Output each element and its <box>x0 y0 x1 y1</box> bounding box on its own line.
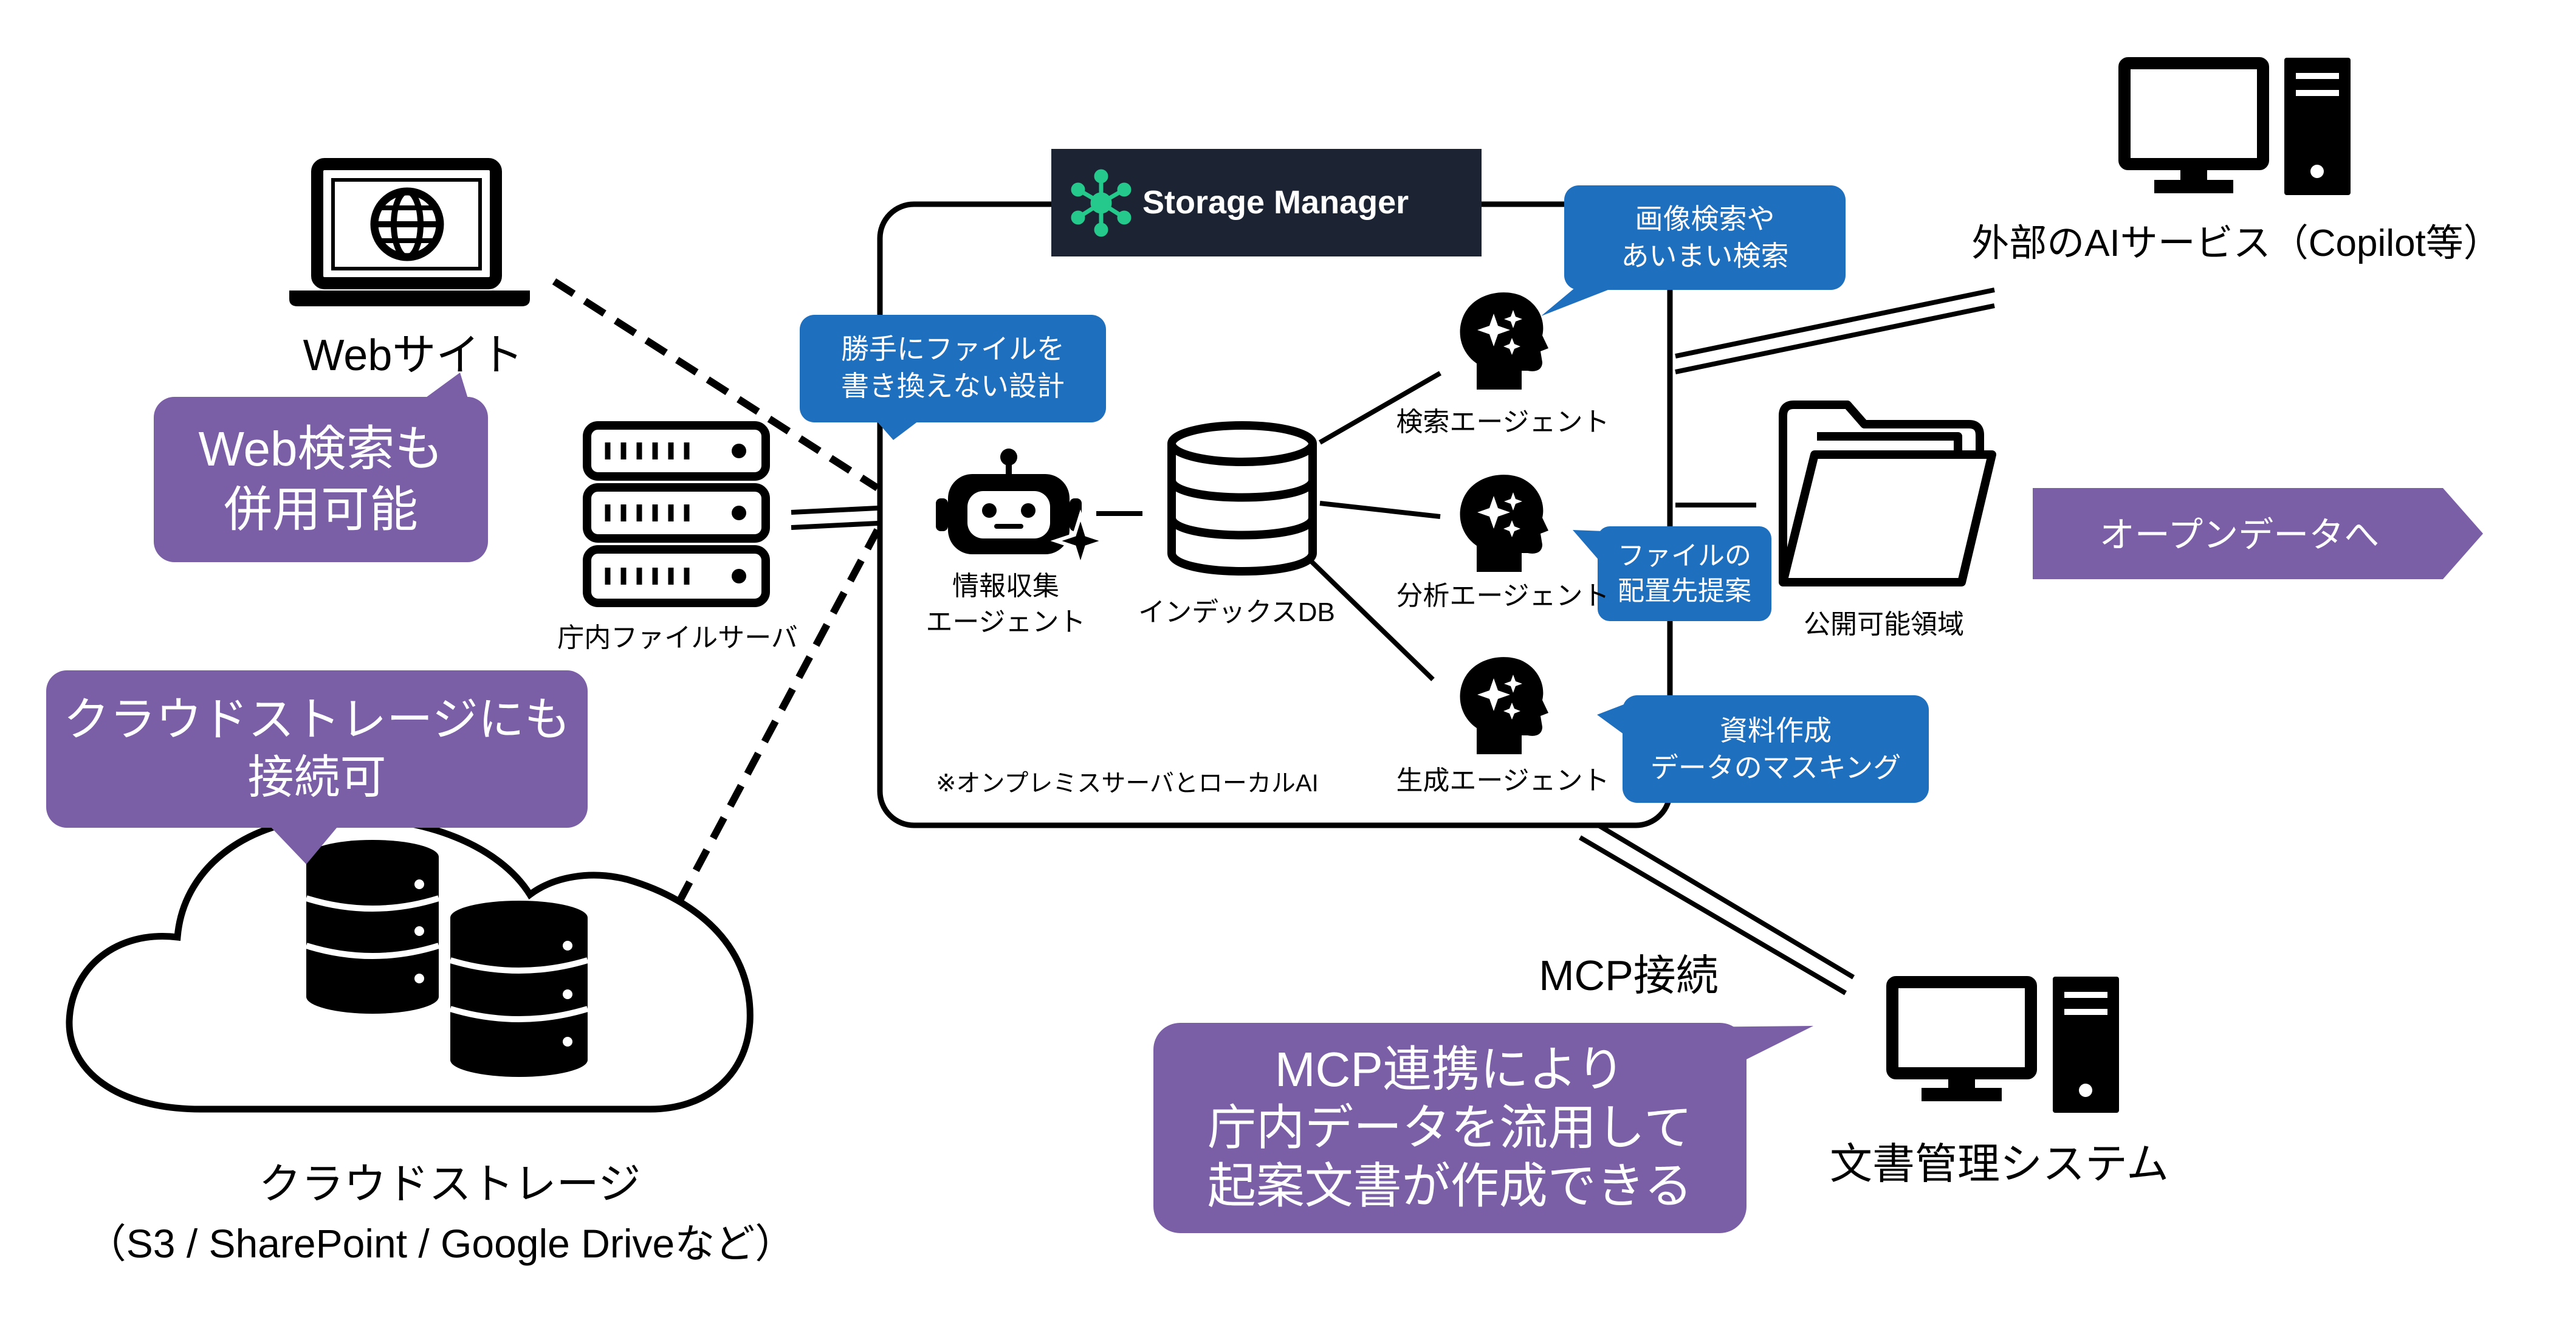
no-overwrite-callout: 勝手にファイルを 書き換えない設計 <box>841 333 1065 402</box>
index-db-icon <box>1167 421 1317 576</box>
mcp-callout-shape <box>1153 1023 1813 1233</box>
placement-callout-shape <box>1573 526 1771 621</box>
cloud-database-icon <box>305 840 589 1077</box>
collector-agent-label: 情報収集 エージェント <box>926 571 1086 638</box>
cloud-callout-shape <box>46 670 588 864</box>
file-server-label: 庁内ファイルサーバ <box>557 623 798 653</box>
server-rack-icon <box>583 421 770 607</box>
search-agent-label: 検索エージェント <box>1396 407 1610 437</box>
external-ai-link <box>1675 287 1995 374</box>
laptop-globe-icon <box>289 158 530 306</box>
document-system-label: 文書管理システム <box>1830 1140 2169 1188</box>
placement-callout: ファイルの 配置先提案 <box>1618 541 1751 607</box>
public-area-label: 公開可能領域 <box>1804 610 1964 639</box>
external-ai-computer-icon <box>2118 57 2351 195</box>
open-data-label: オープンデータへ <box>2099 515 2380 555</box>
public-folder-icon <box>1779 401 1996 586</box>
website-label: Webサイト <box>303 331 524 380</box>
website-link-dashed <box>552 278 880 492</box>
web-search-callout-shape <box>154 373 488 562</box>
storage-manager-title: Storage Manager <box>1142 184 1409 221</box>
fuzzy-search-callout: 画像検索や あいまい検索 <box>1621 203 1789 272</box>
robot-agent-icon <box>936 449 1111 573</box>
document-system-computer-icon <box>1886 976 2119 1113</box>
open-data-arrow <box>2033 488 2483 579</box>
cloud-storage-label: クラウドストレージ <box>258 1160 641 1208</box>
index-db-label: インデックスDB <box>1138 597 1335 627</box>
mcp-connection-label: MCP接続 <box>1539 952 1719 999</box>
db-to-agents-lines <box>1306 371 1441 681</box>
masking-callout-shape <box>1597 695 1929 803</box>
onprem-note: ※オンプレミスサーバとローカルAI <box>936 770 1319 797</box>
generation-agent-label: 生成エージェント <box>1396 766 1610 796</box>
web-search-callout: Web検索も 併用可能 <box>198 422 444 537</box>
external-ai-label: 外部のAIサービス（Copilot等） <box>1971 222 2501 264</box>
file-server-link <box>791 506 878 530</box>
no-overwrite-callout-shape <box>800 315 1106 440</box>
cloud-callout: クラウドストレージにも 接続可 <box>63 694 571 803</box>
cloud-storage-sublabel: （S3 / SharePoint / Google Driveなど） <box>86 1221 795 1266</box>
masking-callout: 資料作成 データのマスキング <box>1650 715 1901 783</box>
mcp-callout: MCP連携により 庁内データを流用して 起案文書が作成できる <box>1207 1042 1693 1213</box>
mcp-link <box>1578 822 1855 995</box>
molecule-icon <box>1071 169 1132 237</box>
analysis-agent-label: 分析エージェント <box>1396 581 1610 611</box>
fuzzy-search-callout-shape <box>1541 185 1846 316</box>
storage-manager-header <box>1051 149 1482 256</box>
